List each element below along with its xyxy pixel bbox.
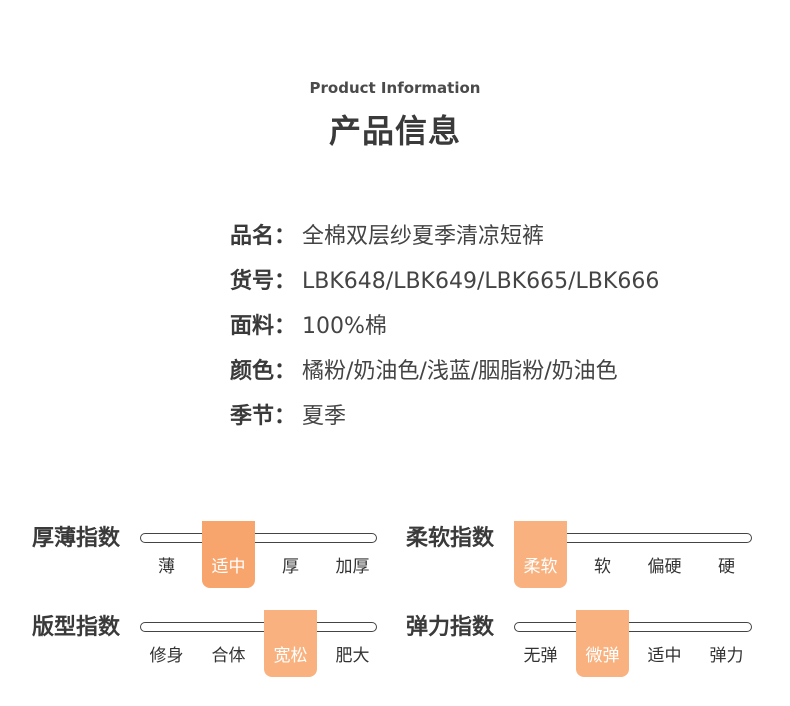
index-label: 柔软指数 [406, 526, 495, 551]
index-option: 宽松 [273, 646, 308, 666]
index-track [140, 622, 377, 632]
index-option: 弹力 [709, 646, 744, 666]
index-highlight [264, 610, 317, 677]
index-option: 薄 [158, 557, 175, 577]
info-row-name: 品名：全棉双层纱夏季清凉短裤 [230, 222, 659, 267]
index-option: 柔软 [523, 557, 558, 577]
info-row-color: 颜色：橘粉/奶油色/浅蓝/胭脂粉/奶油色 [230, 357, 659, 402]
index-fit: 版型指数 修身 合体 宽松 肥大 [32, 610, 382, 682]
index-option: 适中 [647, 646, 682, 666]
index-elasticity: 弹力指数 无弹 微弹 适中 弹力 [406, 610, 756, 682]
info-label: 季节： [230, 404, 297, 429]
info-row-fabric: 面料：100%棉 [230, 312, 659, 357]
info-row-season: 季节：夏季 [230, 402, 659, 447]
index-option: 偏硬 [647, 557, 682, 577]
index-highlight [576, 610, 629, 677]
index-thickness: 厚薄指数 薄 适中 厚 加厚 [32, 521, 382, 593]
index-option: 厚 [282, 557, 299, 577]
info-value: LBK648/LBK649/LBK665/LBK666 [302, 269, 660, 294]
index-softness: 柔软指数 柔软 软 偏硬 硬 [406, 521, 756, 593]
index-option: 加厚 [335, 557, 370, 577]
info-value: 橘粉/奶油色/浅蓝/胭脂粉/奶油色 [302, 359, 618, 384]
info-value: 夏季 [302, 404, 347, 429]
index-label: 厚薄指数 [32, 526, 121, 551]
info-list: 品名：全棉双层纱夏季清凉短裤 货号：LBK648/LBK649/LBK665/L… [230, 222, 659, 447]
subtitle: Product Information [309, 79, 481, 97]
info-label: 颜色： [230, 359, 297, 384]
index-option: 修身 [149, 646, 184, 666]
index-option: 微弹 [585, 646, 620, 666]
index-option: 适中 [211, 557, 246, 577]
index-highlight [202, 521, 255, 588]
index-option: 硬 [718, 557, 735, 577]
info-label: 面料： [230, 314, 297, 339]
info-label: 货号： [230, 269, 297, 294]
index-option: 无弹 [523, 646, 558, 666]
page-title: 产品信息 [328, 112, 461, 150]
index-label: 版型指数 [32, 615, 121, 640]
index-label: 弹力指数 [406, 615, 495, 640]
index-track [514, 622, 752, 632]
index-option: 肥大 [335, 646, 370, 666]
info-value: 全棉双层纱夏季清凉短裤 [302, 224, 545, 249]
info-label: 品名： [230, 224, 297, 249]
index-option: 软 [594, 557, 611, 577]
index-highlight [514, 521, 567, 588]
index-track [140, 533, 377, 543]
info-row-sku: 货号：LBK648/LBK649/LBK665/LBK666 [230, 267, 659, 312]
info-value: 100%棉 [302, 314, 387, 339]
index-option: 合体 [211, 646, 246, 666]
